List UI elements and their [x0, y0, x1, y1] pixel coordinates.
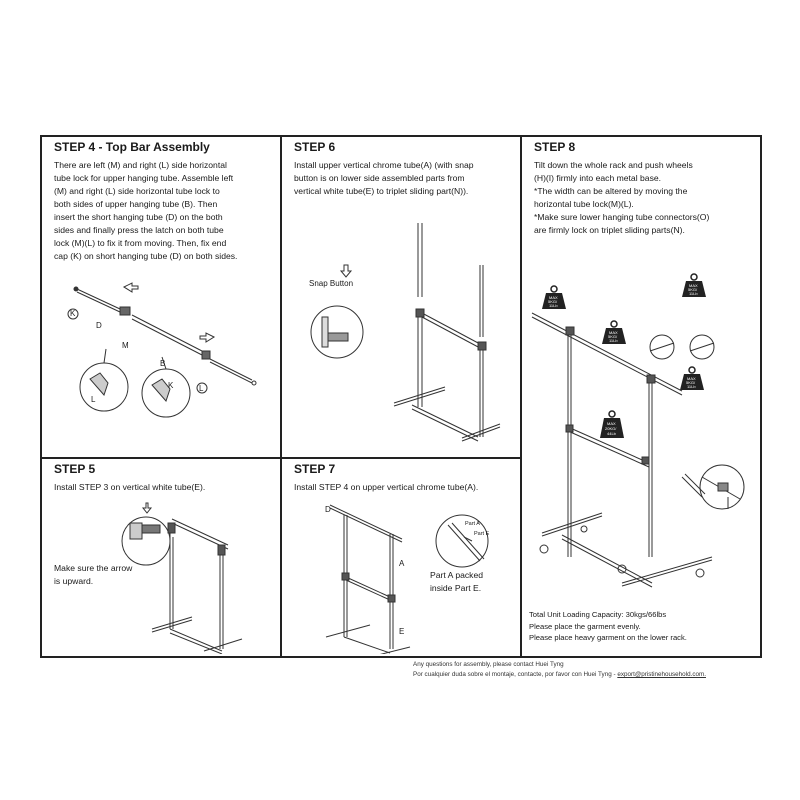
- step8-line: Tilt down the whole rack and push wheels: [534, 160, 693, 170]
- step7-diagram: [325, 504, 489, 654]
- step4-panel: STEP 4 - Top Bar Assembly There are left…: [42, 137, 282, 459]
- footer-spanish-text: Por cualquier duda sobre el montaje, con…: [413, 671, 618, 678]
- step7-panel: STEP 7 Install STEP 4 on upper vertical …: [282, 459, 522, 656]
- weight-icon: MAX 5KG/ 11Lb: [680, 366, 704, 390]
- step8-line: horizontal tube lock(M)(L).: [534, 199, 634, 209]
- step5-diagram: [121, 502, 243, 654]
- step5-line: Install STEP 3 on vertical white tube(E)…: [54, 482, 206, 492]
- step4-line: There are left (M) and right (L) side ho…: [54, 160, 227, 170]
- weight-icons: MAX 5KG/ 11Lb MAX 5KG/ 11Lb MAX 5KG/ 11L…: [542, 273, 706, 438]
- svg-text:5KG/: 5KG/: [688, 287, 698, 292]
- step5-note: Make sure the arrow is upward.: [54, 562, 132, 588]
- svg-text:5KG/: 5KG/: [548, 299, 558, 304]
- step7-label-part-a: Part A: [465, 521, 480, 527]
- step8-line: *Make sure lower hanging tube connectors…: [534, 212, 710, 222]
- svg-text:5KG/: 5KG/: [686, 380, 696, 385]
- step8-caption: Total Unit Loading Capacity: 30kgs/66lbs…: [529, 609, 687, 644]
- step4-label-k: K: [70, 309, 76, 318]
- svg-text:11Lb: 11Lb: [609, 338, 618, 343]
- svg-text:MAX: MAX: [549, 295, 558, 300]
- step4-label-m: M: [122, 341, 129, 350]
- step7-note: Part A packed inside Part E.: [430, 569, 483, 595]
- step5-text: Install STEP 3 on vertical white tube(E)…: [54, 481, 205, 494]
- step5-note-line: Make sure the arrow: [54, 563, 133, 573]
- step7-label-part-e: Part E: [474, 531, 490, 537]
- step5-note-line: is upward.: [54, 576, 94, 586]
- step8-text: Tilt down the whole rack and push wheels…: [534, 159, 709, 237]
- svg-text:5KG/: 5KG/: [608, 334, 618, 339]
- step6-text: Install upper vertical chrome tube(A) (w…: [294, 159, 474, 198]
- step6-panel: STEP 6 Install upper vertical chrome tub…: [282, 137, 522, 459]
- svg-text:11Lb: 11Lb: [549, 303, 558, 308]
- step7-text: Install STEP 4 on upper vertical chrome …: [294, 481, 478, 494]
- svg-text:20KG/: 20KG/: [605, 426, 617, 431]
- weight-icon: MAX 5KG/ 11Lb: [682, 273, 706, 297]
- step4-line: sides and finally press the latch on bot…: [54, 225, 224, 235]
- step8-diagram: [531, 312, 745, 588]
- step8-line: are firmly lock on triplet sliding parts…: [534, 225, 685, 235]
- step4-label-k2: K: [168, 381, 174, 390]
- step4-text: There are left (M) and right (L) side ho…: [54, 159, 237, 263]
- svg-text:MAX: MAX: [607, 421, 616, 426]
- step6-title: STEP 6: [294, 140, 336, 154]
- step7-label-a: A: [399, 559, 405, 568]
- svg-text:11Lb: 11Lb: [689, 291, 698, 296]
- step5-title: STEP 5: [54, 462, 96, 476]
- step4-title: STEP 4 - Top Bar Assembly: [54, 140, 210, 154]
- step7-title: STEP 7: [294, 462, 336, 476]
- step8-line: *The width can be altered by moving the: [534, 186, 688, 196]
- step6-diagram: [310, 223, 501, 442]
- weight-icon: MAX 20KG/ 44Lb: [600, 410, 624, 438]
- step7-note-line: inside Part E.: [430, 583, 482, 593]
- step7-line: Install STEP 4 on upper vertical chrome …: [294, 482, 479, 492]
- contact-email-link[interactable]: export@pristinehousehold.com.: [617, 671, 706, 678]
- svg-text:11Lb: 11Lb: [687, 384, 696, 389]
- step4-diagram: [67, 282, 257, 418]
- step4-line: tube lock for upper hanging tube. Assemb…: [54, 173, 234, 183]
- footer-line-spanish: Por cualquier duda sobre el montaje, con…: [413, 670, 706, 680]
- step4-label-l2: L: [91, 395, 96, 404]
- step4-line: insert the short hanging tube (D) on the…: [54, 212, 223, 222]
- weight-icon: MAX 5KG/ 11Lb: [602, 320, 626, 344]
- step7-label-e: E: [399, 627, 405, 636]
- weight-icon: MAX 5KG/ 11Lb: [542, 285, 566, 309]
- step7-label-d: D: [325, 505, 331, 514]
- step4-line: both sides of upper hanging tube (B). Th…: [54, 199, 218, 209]
- svg-text:MAX: MAX: [609, 330, 618, 335]
- step4-label-l: L: [199, 384, 204, 393]
- step5-panel: STEP 5 Install STEP 3 on vertical white …: [42, 459, 282, 656]
- svg-text:44Lb: 44Lb: [607, 431, 617, 436]
- step6-line: vertical white tube(E) to triplet slidin…: [294, 186, 469, 196]
- contact-footer: Any questions for assembly, please conta…: [413, 660, 706, 680]
- svg-text:MAX: MAX: [687, 376, 696, 381]
- step4-line: cap (K) on short hanging tube (D) on bot…: [54, 251, 238, 261]
- caption-line: Please place heavy garment on the lower …: [529, 633, 687, 642]
- step6-line: button is on lower side assembled parts …: [294, 173, 465, 183]
- step4-label-d: D: [96, 321, 102, 330]
- instruction-sheet: STEP 4 - Top Bar Assembly There are left…: [40, 135, 762, 658]
- step8-title: STEP 8: [534, 140, 576, 154]
- step6-line: Install upper vertical chrome tube(A) (w…: [294, 160, 474, 170]
- step8-panel: STEP 8 Tilt down the whole rack and push…: [522, 137, 760, 656]
- step4-line: lock (M)(L) to fix it from moving. Then,…: [54, 238, 227, 248]
- loading-capacity: Total Unit Loading Capacity: 30kgs/66lbs: [529, 610, 667, 619]
- step8-line: (H)(I) firmly into each metal base.: [534, 173, 662, 183]
- step7-note-line: Part A packed: [430, 570, 484, 580]
- snap-button-label: Snap Button: [309, 279, 354, 288]
- step4-line: (M) and right (L) side horizontal tube l…: [54, 186, 220, 196]
- svg-text:MAX: MAX: [689, 283, 698, 288]
- footer-line-english: Any questions for assembly, please conta…: [413, 661, 564, 668]
- step4-label-b: B: [160, 359, 166, 368]
- caption-line: Please place the garment evenly.: [529, 621, 641, 631]
